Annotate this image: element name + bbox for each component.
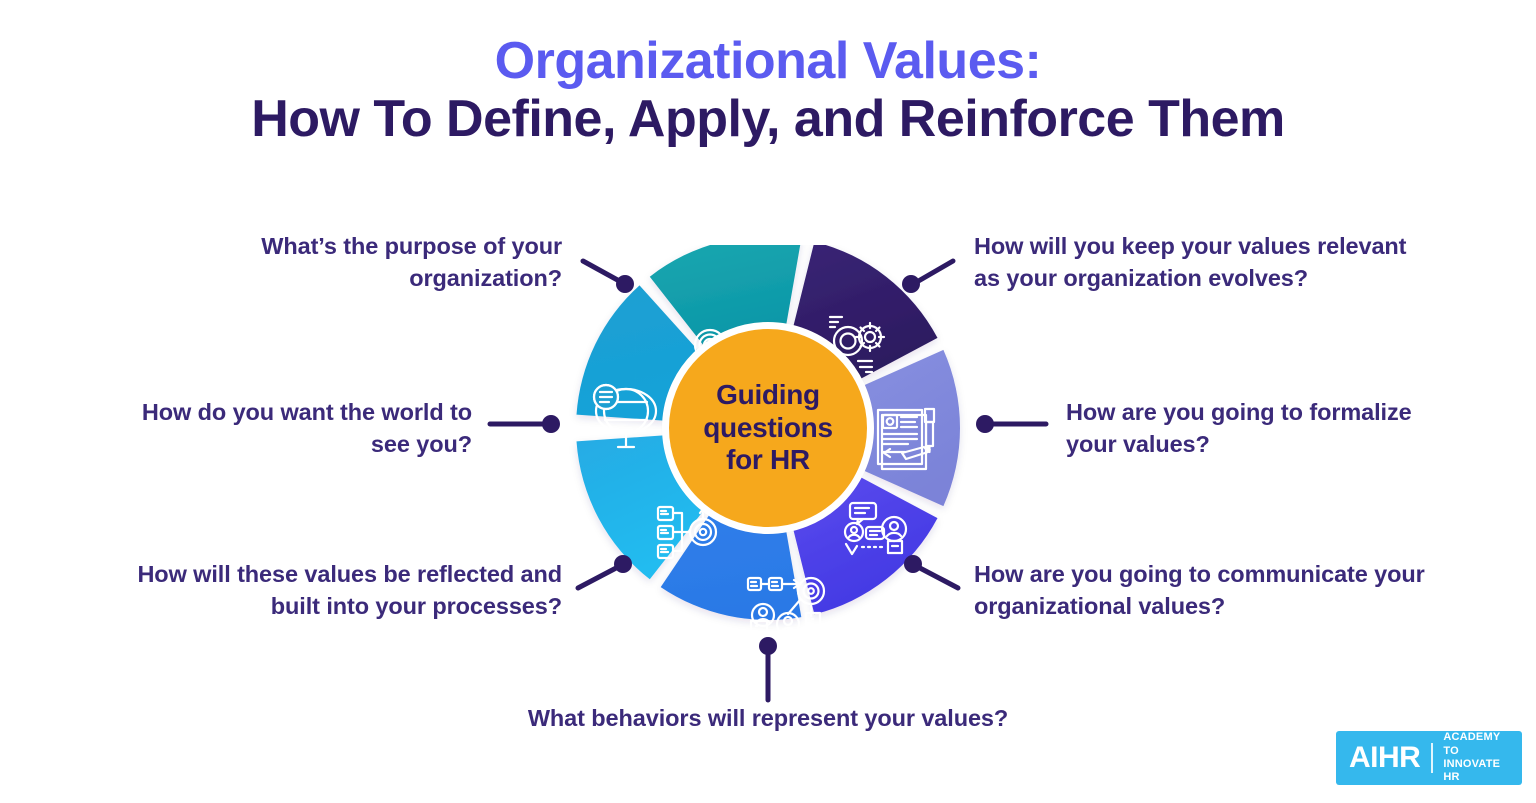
aihr-logo[interactable]: AIHR ACADEMY TO INNOVATE HR	[1336, 731, 1522, 785]
wheel-segment-relevant[interactable]	[792, 245, 938, 380]
documents-pen-icon	[876, 407, 936, 471]
people-process-target-icon	[745, 576, 826, 645]
callout-world: How do you want the world to see you?	[141, 399, 472, 458]
callout-relevant: How will you keep your values relevant a…	[974, 233, 1407, 292]
globe-document-icon	[592, 383, 658, 449]
wheel-hub: Guiding questions for HR	[662, 322, 874, 534]
logo-tagline: ACADEMY TO INNOVATE HR	[1443, 731, 1501, 784]
page-title: Organizational Values: How To Define, Ap…	[0, 34, 1536, 146]
wheel-svg	[576, 245, 961, 645]
logo-wordmark: AIHR	[1349, 741, 1421, 774]
wheel-segment-purpose[interactable]	[649, 245, 802, 347]
callout-processes: How will these values be reflected and b…	[137, 561, 562, 620]
hub-label: Guiding questions for HR	[703, 379, 833, 476]
wheel-segment-behaviors[interactable]	[660, 513, 802, 620]
speech-bubbles-people-icon	[843, 501, 908, 556]
title-line-primary: Organizational Values:	[494, 32, 1042, 90]
callout-purpose: What’s the purpose of your organization?	[261, 233, 562, 292]
callout-communicate: How are you going to communicate your or…	[974, 561, 1425, 620]
title-line-secondary: How To Define, Apply, and Reinforce Them	[251, 90, 1285, 149]
logo-divider	[1431, 743, 1434, 773]
callout-behaviors: What behaviors will represent your value…	[527, 705, 1009, 731]
wheel-segment-communicate[interactable]	[792, 476, 938, 615]
callout-formalize: How are you going to formalize your valu…	[1066, 399, 1412, 458]
